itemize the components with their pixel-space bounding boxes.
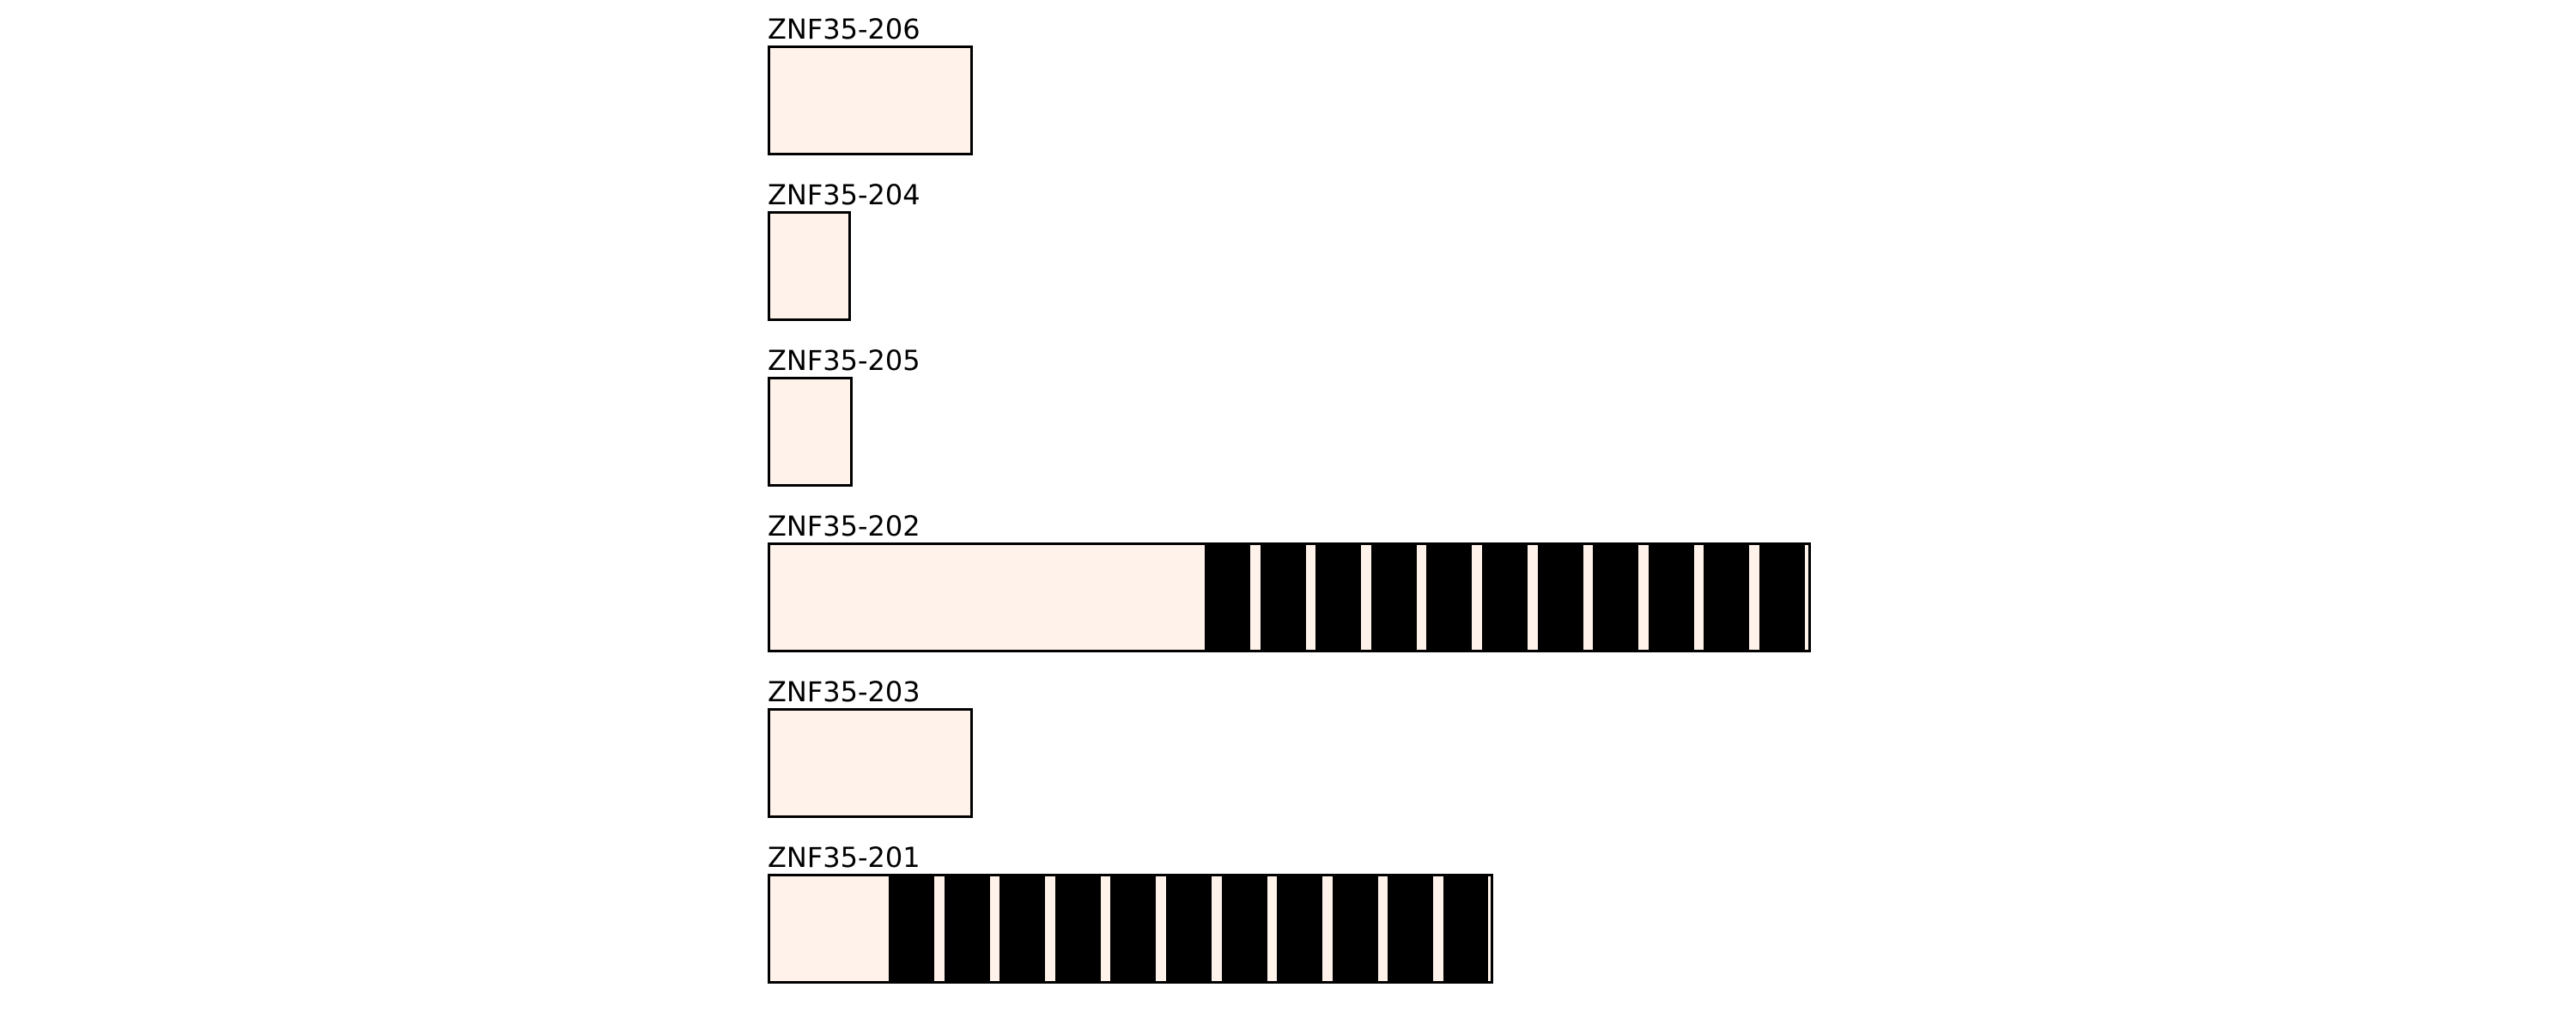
domain-block: [1704, 545, 1749, 650]
domain-block: [1649, 545, 1694, 650]
domain-block: [1593, 545, 1638, 650]
transcript-label: ZNF35-204: [768, 179, 920, 211]
protein-box: [768, 45, 973, 155]
domain-block: [1315, 545, 1361, 650]
domain-block: [1443, 876, 1488, 981]
domain-block: [1277, 876, 1322, 981]
domain-block: [1759, 545, 1805, 650]
transcript-label: ZNF35-202: [768, 510, 920, 542]
transcript-label: ZNF35-206: [768, 13, 920, 45]
domain-block: [1426, 545, 1472, 650]
domain-block: [1110, 876, 1156, 981]
domain-block: [1261, 545, 1306, 650]
protein-box: [768, 377, 853, 487]
domain-block: [1166, 876, 1212, 981]
protein-box: [768, 708, 973, 818]
transcript-label: ZNF35-203: [768, 676, 920, 708]
protein-box: [768, 542, 1811, 652]
domain-block: [999, 876, 1045, 981]
domain-block: [1333, 876, 1378, 981]
transcript-label: ZNF35-201: [768, 841, 920, 874]
protein-box: [768, 874, 1493, 984]
domain-block: [889, 876, 934, 981]
domain-block: [1538, 545, 1583, 650]
protein-box: [768, 211, 851, 321]
domain-block: [1205, 545, 1250, 650]
domain-block: [1222, 876, 1267, 981]
transcript-label: ZNF35-205: [768, 344, 920, 377]
domain-block: [1388, 876, 1433, 981]
domain-block: [1055, 876, 1101, 981]
domain-block: [1371, 545, 1417, 650]
domain-block: [1482, 545, 1528, 650]
domain-block: [945, 876, 990, 981]
